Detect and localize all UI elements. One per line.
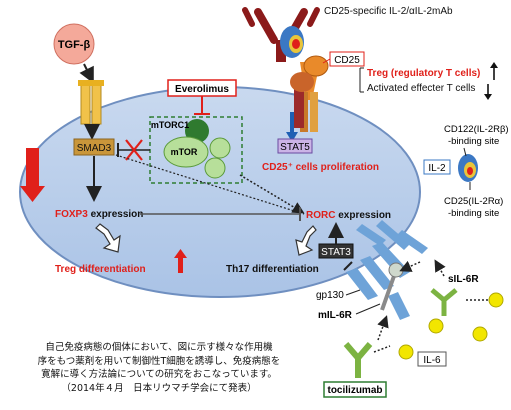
- red-down-arrow-foxp3: [20, 148, 45, 202]
- il2-receptor: [290, 55, 329, 132]
- effecter-down-label: Activated effecter T cells: [367, 83, 475, 94]
- il2-label: IL-2: [428, 163, 446, 174]
- stat5-box: [277, 138, 313, 154]
- il2-box: [423, 159, 451, 175]
- caption-line: 自己免疫病態の個体において、図に示す様々な作用機: [45, 342, 273, 353]
- mtor-label: mTOR: [171, 147, 198, 157]
- cd25-site-label-1: CD25(IL-2Rα): [444, 196, 503, 207]
- il6-molecule: [472, 326, 488, 342]
- hollow-arrow-th17: [295, 225, 317, 256]
- il6-molecule: [488, 292, 504, 308]
- stat3-label: STAT3: [321, 247, 351, 258]
- treg-differentiation: Treg differentiation: [55, 264, 146, 275]
- foxp3-expression: FOXP3 expression: [55, 209, 143, 220]
- il2-antibody-complex: [242, 7, 320, 62]
- tgfb-label: TGF-β: [58, 39, 91, 51]
- hollow-arrow-treg: [95, 223, 121, 253]
- stat5-label: STAT5: [280, 142, 310, 153]
- il6-box: [417, 351, 447, 367]
- cd25-site-label-2: -binding site: [448, 208, 499, 219]
- th17-differentiation: Th17 differentiation: [226, 264, 319, 275]
- tocilizumab-antibody: [343, 342, 373, 378]
- smad3-box: [73, 138, 115, 156]
- il6-molecule: [398, 344, 414, 360]
- il2-antibody-title: CD25-specific IL-2/αIL-2mAb: [324, 6, 453, 17]
- rorc-expression: RORC expression: [306, 210, 391, 221]
- tocilizumab-label: tocilizumab: [327, 385, 382, 396]
- treg-up-label: Treg (regulatory T cells): [367, 68, 480, 79]
- soluble-il6r: [430, 288, 458, 316]
- cd25-label: CD25: [334, 55, 360, 66]
- caption-line: 寛解に導く方法論についての研究をおこなっています。: [41, 369, 277, 380]
- cd122-site-label-2: -binding site: [448, 136, 499, 147]
- red-up-arrow-treg: [174, 249, 187, 273]
- il6-molecule: [428, 318, 444, 334]
- up-arrow-treg: [490, 62, 498, 80]
- caption: 自己免疫病態の個体において、図に示す様々な作用機 序をもつ薬剤を用いて制御性T細…: [14, 341, 304, 395]
- sil6r-label: sIL-6R: [448, 274, 479, 285]
- smad3-label: SMAD3: [77, 143, 112, 154]
- mil6r-label: mIL-6R: [318, 310, 353, 321]
- down-arrow-effecter: [484, 84, 492, 100]
- tocilizumab-box: [323, 381, 387, 398]
- il2-molecule-icon: [458, 154, 478, 182]
- cd122-site-label-1: CD122(IL-2Rβ): [444, 124, 509, 135]
- mtorc1-label: mTORC1: [151, 120, 189, 130]
- gp130-receptor: [346, 220, 428, 320]
- everolimus-label: Everolimus: [175, 84, 229, 95]
- cd25-proliferation: CD25⁺ cells proliferation: [262, 162, 379, 173]
- caption-line: 序をもつ薬剤を用いて制御性T細胞を誘導し、免疫病態を: [37, 355, 281, 367]
- caption-line: （2014年４月 日本リウマチ学会にて発表）: [61, 382, 257, 394]
- gp130-label: gp130: [316, 290, 344, 301]
- il6-label: IL-6: [423, 355, 441, 366]
- tgfb-ligand: [53, 23, 95, 65]
